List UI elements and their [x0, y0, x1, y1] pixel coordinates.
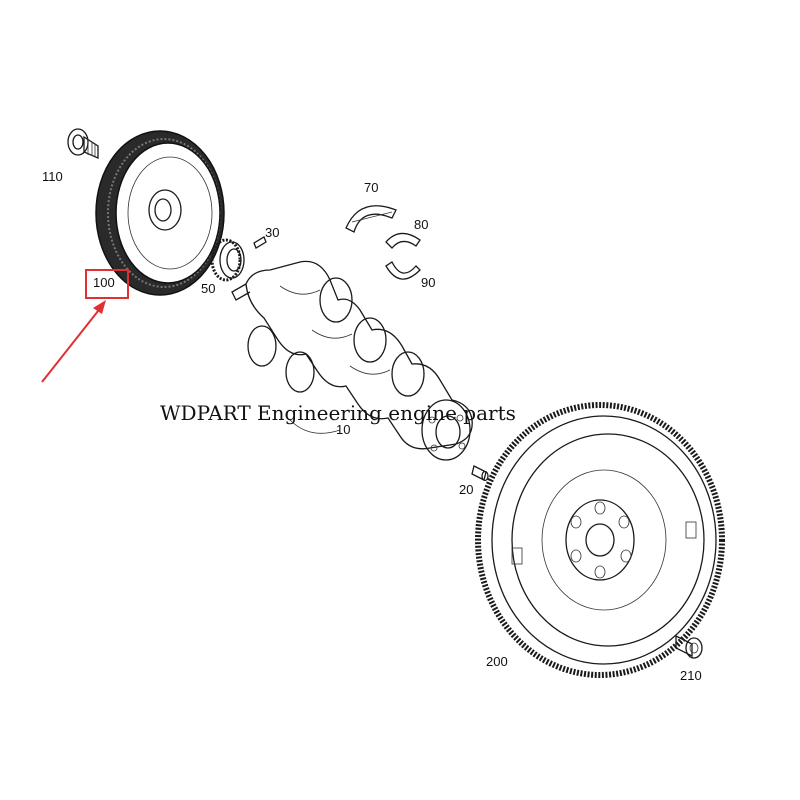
- thrust-washer-80[interactable]: [385, 232, 421, 249]
- bearing-shell-70[interactable]: [345, 205, 397, 233]
- label-50: 50: [201, 281, 215, 296]
- label-110: 110: [42, 169, 63, 184]
- label-30: 30: [265, 225, 279, 240]
- label-100: 100: [93, 275, 115, 290]
- bearing-shell-90[interactable]: [385, 261, 421, 280]
- label-90: 90: [421, 275, 435, 290]
- dowel-pin-20[interactable]: [471, 465, 489, 482]
- crankshaft-10[interactable]: [231, 260, 473, 461]
- label-20: 20: [459, 482, 473, 497]
- label-210: 210: [680, 668, 702, 683]
- label-10: 10: [336, 422, 350, 437]
- watermark-text: WDPART Engineering engine parts: [160, 401, 516, 425]
- highlight-arrow: [41, 300, 106, 383]
- label-80: 80: [414, 217, 428, 232]
- sprocket-50[interactable]: [210, 238, 245, 282]
- label-200: 200: [486, 654, 508, 669]
- flywheel-bolt-210[interactable]: [675, 634, 703, 659]
- label-70: 70: [364, 180, 378, 195]
- highlight-box: [85, 269, 129, 299]
- woodruff-key-30[interactable]: [253, 236, 267, 249]
- crankshaft-pulley-100[interactable]: [95, 130, 225, 296]
- bolt-110[interactable]: [67, 128, 99, 159]
- flywheel-200[interactable]: [475, 402, 725, 678]
